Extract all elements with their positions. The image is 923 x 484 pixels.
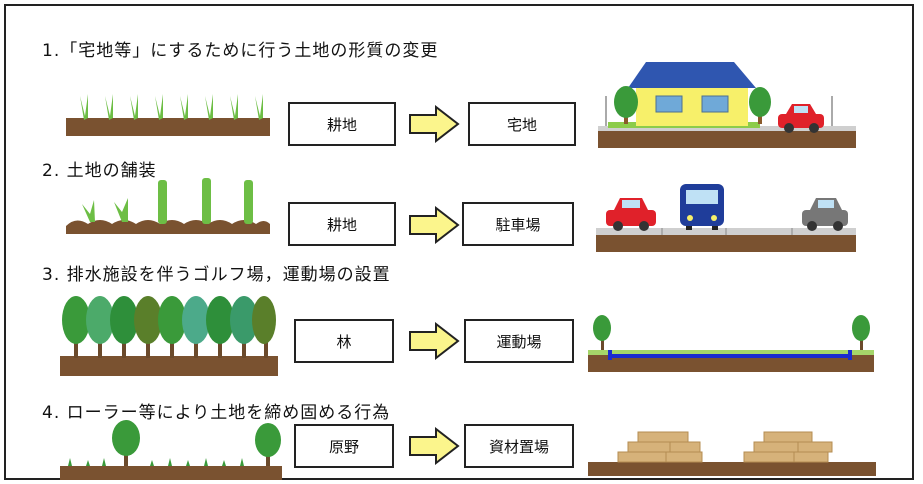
row3-to-box: 運動場 [464, 319, 574, 363]
row2-from-box: 耕地 [288, 202, 396, 246]
diagram-frame: 1.「宅地等」にするために行う土地の形質の変更 耕地 宅地 [4, 4, 914, 480]
row2-parking-illustration [596, 184, 856, 252]
sprout-icon [80, 94, 263, 120]
grass-tufts [68, 458, 244, 466]
tree-icon [614, 86, 771, 124]
house-icon [628, 62, 756, 126]
row2-heading: 2. 土地の舗装 [42, 161, 157, 181]
lumber-icon [617, 431, 833, 463]
tree-icon [112, 420, 281, 466]
bus-icon [680, 184, 724, 230]
arrow-right-icon [409, 206, 460, 244]
row4-heading: 4. ローラー等により土地を締め固める行為 [42, 403, 391, 423]
row3-from-box: 林 [294, 319, 394, 363]
row2-farmland-illustration [66, 178, 270, 234]
car-icon [778, 104, 824, 133]
car-icon [802, 198, 848, 231]
arrow-right-icon [409, 322, 460, 360]
tree-icon [62, 296, 276, 358]
arrow-right-icon [409, 105, 460, 143]
row4-field-illustration [60, 420, 282, 480]
row3-sports-field-illustration [588, 315, 874, 372]
row4-to-box: 資材置場 [464, 424, 574, 468]
row4-from-box: 原野 [294, 424, 394, 468]
row1-to-box: 宅地 [468, 102, 576, 146]
row1-farmland-illustration [66, 94, 270, 136]
row3-heading: 3. 排水施設を伴うゴルフ場，運動場の設置 [42, 265, 391, 285]
row1-residential-illustration [598, 62, 856, 148]
tree-icon [593, 315, 870, 350]
sprout-icon [82, 178, 253, 224]
arrow-right-icon [409, 427, 460, 465]
row2-to-box: 駐車場 [462, 202, 574, 246]
row1-heading: 1.「宅地等」にするために行う土地の形質の変更 [42, 41, 439, 61]
row4-storage-yard-illustration [588, 431, 876, 476]
soil-strip [66, 118, 270, 136]
row1-from-box: 耕地 [288, 102, 396, 146]
row3-forest-illustration [60, 296, 278, 376]
car-icon [606, 198, 656, 231]
